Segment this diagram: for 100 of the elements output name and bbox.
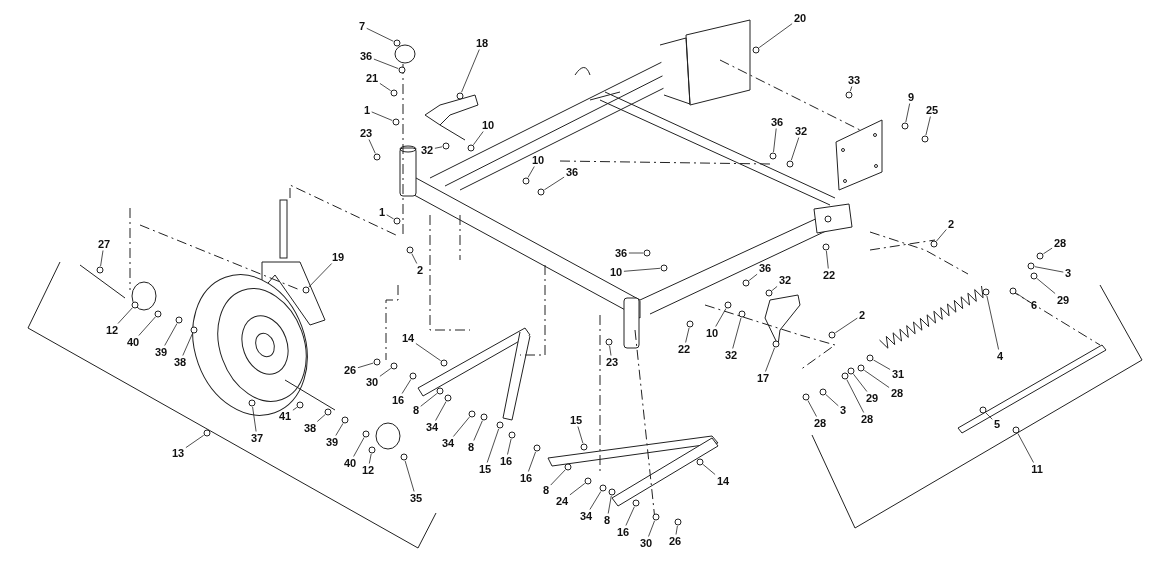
leader-line: [807, 400, 817, 417]
leader-line: [853, 373, 868, 392]
leader-line: [826, 250, 829, 269]
callout-number: 31: [891, 368, 905, 380]
leader-line: [607, 495, 612, 514]
leader-line: [849, 86, 853, 92]
part-circle: [508, 431, 516, 439]
callout-number: 25: [925, 104, 939, 116]
part-circle: [456, 92, 464, 100]
leader-line: [164, 323, 178, 346]
leader-line: [292, 407, 298, 411]
callout-number: 10: [531, 154, 545, 166]
leader-line: [528, 451, 536, 472]
leader-line: [435, 401, 447, 421]
part-circle: [373, 358, 381, 366]
part-circle: [1030, 272, 1038, 280]
leader-line: [366, 27, 394, 42]
leader-line: [873, 359, 891, 370]
part-circle: [765, 289, 773, 297]
leader-line: [550, 469, 566, 486]
part-circle: [1036, 252, 1044, 260]
leader-line: [1043, 247, 1053, 255]
callout-number: 10: [705, 327, 719, 339]
part-circle: [393, 217, 401, 225]
callout-number: 8: [412, 404, 420, 416]
leader-line: [1015, 292, 1030, 303]
part-circle: [154, 310, 162, 318]
callout-number: 4: [996, 350, 1004, 362]
callout-number: 34: [425, 421, 439, 433]
part-circle: [660, 264, 668, 272]
part-circle: [584, 477, 592, 485]
callout-number: 28: [860, 413, 874, 425]
leader-line: [507, 438, 512, 455]
leader-line: [368, 139, 376, 154]
callout-number: 8: [603, 514, 611, 526]
leader-line: [790, 137, 800, 161]
part-circle: [537, 188, 545, 196]
part-circle: [866, 354, 874, 362]
callout-number: 9: [907, 91, 915, 103]
leader-line: [628, 252, 644, 254]
callout-number: 23: [359, 127, 373, 139]
callout-number: 26: [668, 535, 682, 547]
part-circle: [393, 39, 401, 47]
callout-number: 40: [343, 457, 357, 469]
leader-line: [625, 506, 635, 526]
callout-number: 37: [250, 432, 264, 444]
part-circle: [480, 413, 488, 421]
leader-line: [863, 369, 890, 388]
leader-line: [420, 393, 438, 407]
callout-number: 8: [467, 441, 475, 453]
leader-line: [748, 273, 758, 281]
callout-number: 29: [865, 392, 879, 404]
callout-number: 16: [519, 472, 533, 484]
leader-line: [1017, 433, 1034, 463]
part-circle: [979, 406, 987, 414]
part-circle: [857, 364, 865, 372]
part-circle: [652, 513, 660, 521]
part-circle: [467, 144, 475, 152]
callout-number: 2: [416, 264, 424, 276]
callout-number: 38: [173, 356, 187, 368]
part-circle: [444, 394, 452, 402]
leader-line: [117, 307, 133, 324]
part-circle: [822, 243, 830, 251]
part-circle: [738, 310, 746, 318]
leader-line: [773, 128, 777, 153]
callout-number: 39: [154, 346, 168, 358]
callout-number: 39: [325, 436, 339, 448]
part-circle: [436, 387, 444, 395]
leader-line: [771, 286, 778, 291]
leader-line: [825, 394, 839, 407]
callout-number: 15: [569, 414, 583, 426]
callout-number: 34: [579, 510, 593, 522]
part-circle: [742, 279, 750, 287]
leader-line: [461, 49, 480, 93]
callout-number: 32: [778, 274, 792, 286]
callout-number: 10: [481, 119, 495, 131]
callout-number: 10: [609, 266, 623, 278]
part-circle: [819, 388, 827, 396]
leader-line: [846, 379, 865, 413]
leader-line: [985, 412, 993, 420]
leader-line: [765, 347, 775, 372]
callout-number: 7: [358, 20, 366, 32]
leader-line: [577, 426, 584, 444]
leader-line: [925, 116, 931, 136]
leader-line: [379, 83, 392, 92]
leader-line: [252, 406, 257, 432]
callout-number: 24: [555, 495, 569, 507]
part-circle: [468, 410, 476, 418]
part-circle: [752, 46, 760, 54]
leader-line: [379, 368, 392, 377]
callout-number: 12: [105, 324, 119, 336]
callout-number: 19: [331, 251, 345, 263]
callout-number: 5: [993, 418, 1001, 430]
leader-line: [609, 345, 612, 356]
callout-number: 3: [839, 404, 847, 416]
callout-number: 32: [420, 144, 434, 156]
part-circle: [296, 401, 304, 409]
part-circle: [496, 421, 504, 429]
part-circle: [608, 488, 616, 496]
callout-number: 26: [343, 364, 357, 376]
